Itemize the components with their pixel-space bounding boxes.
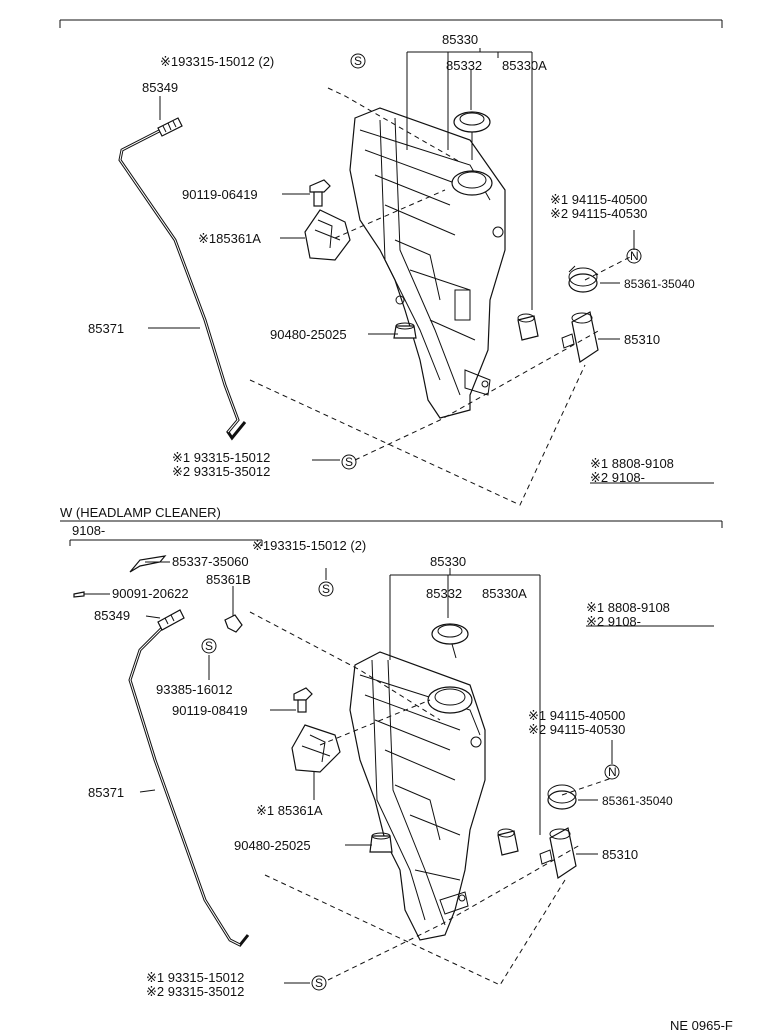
s-symbol-lower-top: S <box>318 581 334 597</box>
hose-85371 <box>118 126 247 441</box>
label-date-1: ※1 8808-9108 <box>590 456 674 471</box>
label-85332: 85332 <box>446 58 482 73</box>
label-93315-1: ※1 93315-15012 <box>172 450 270 465</box>
svg-text:S: S <box>354 54 362 68</box>
svg-text:S: S <box>205 639 213 653</box>
label-85349-lower: 85349 <box>94 608 130 623</box>
label-date-1-lower: ※1 8808-9108 <box>586 600 670 615</box>
label-85371-lower: 85371 <box>88 785 124 800</box>
tank-cap <box>453 111 491 160</box>
lower-diagram: 9108- <box>69 523 714 999</box>
clamp-85361-35040-lower <box>547 784 577 810</box>
n-symbol-lower: N <box>604 764 620 780</box>
s-symbol-lower-bottom: S <box>311 975 327 991</box>
screw-90091 <box>73 591 85 598</box>
label-9108: 9108- <box>72 523 105 538</box>
label-date-2: ※2 9108- <box>590 470 645 485</box>
label-85330a-lower: 85330A <box>482 586 527 601</box>
label-85361a-lower: ※1 85361A <box>256 803 323 818</box>
s-symbol-top: S <box>350 53 366 69</box>
filler-neck-lower <box>427 686 473 714</box>
label-date-2-lower: ※2 9108- <box>586 614 641 629</box>
label-93385: 93385-16012 <box>156 682 233 697</box>
label-85371: 85371 <box>88 321 124 336</box>
label-85332-lower: 85332 <box>426 586 462 601</box>
label-85349: 85349 <box>142 80 178 95</box>
bracket-85361a-lower <box>291 724 341 773</box>
clamp-85361-35040 <box>568 265 599 293</box>
label-93315-2-lower: ※2 93315-35012 <box>146 984 244 999</box>
section-title: W (HEADLAMP CLEANER) <box>60 505 221 520</box>
label-94115-2: ※2 94115-40530 <box>550 206 647 221</box>
label-85330a: 85330A <box>502 58 547 73</box>
leader-85330-group <box>406 48 533 310</box>
label-85310-lower: 85310 <box>602 847 638 862</box>
label-85361-35040-lower: 85361-35040 <box>602 794 673 808</box>
footer-code: NE 0965-F <box>670 1018 733 1033</box>
svg-text:S: S <box>315 976 323 990</box>
bracket-85337 <box>129 555 167 573</box>
label-93315-2: ※2 93315-35012 <box>172 464 270 479</box>
filler-neck <box>451 170 493 196</box>
grommet-85330a <box>517 313 539 341</box>
label-85330: 85330 <box>442 32 478 47</box>
s-symbol-lower-93385: S <box>201 638 217 654</box>
bolt-90119 <box>309 179 331 207</box>
label-85361a: ※185361A <box>198 231 261 246</box>
label-85310: 85310 <box>624 332 660 347</box>
label-94115-1-lower: ※1 94115-40500 <box>528 708 625 723</box>
label-93315-top-lower: ※193315-15012 (2) <box>252 538 366 553</box>
label-90480: 90480-25025 <box>270 327 347 342</box>
tank-cap-lower <box>431 623 469 659</box>
grommet-90480-lower <box>369 832 393 853</box>
label-85361-35040: 85361-35040 <box>624 277 695 291</box>
label-93315-top: ※193315-15012 (2) <box>160 54 274 69</box>
label-90119: 90119-06419 <box>182 187 258 202</box>
svg-text:N: N <box>608 765 617 779</box>
bracket-85361a <box>304 209 351 261</box>
s-symbol-bottom: S <box>341 454 357 470</box>
label-93315-1-lower: ※1 93315-15012 <box>146 970 244 985</box>
label-94115-1: ※1 94115-40500 <box>550 192 647 207</box>
bolt-90119-lower <box>293 687 313 713</box>
label-85330-lower: 85330 <box>430 554 466 569</box>
label-85337: 85337-35060 <box>172 554 249 569</box>
washer-tank-lower <box>349 651 486 941</box>
svg-text:S: S <box>322 582 330 596</box>
label-90480-lower: 90480-25025 <box>234 838 311 853</box>
label-94115-2-lower: ※2 94115-40530 <box>528 722 625 737</box>
clip-85361b <box>224 614 243 633</box>
n-symbol: N <box>626 248 642 264</box>
nozzle-85349 <box>157 117 183 137</box>
label-90119-lower: 90119-08419 <box>172 703 248 718</box>
upper-diagram: S S N 85330 85332 85330A ※193315-15012 (… <box>59 19 723 506</box>
svg-text:N: N <box>630 249 639 263</box>
washer-tank <box>349 107 506 419</box>
svg-text:S: S <box>345 455 353 469</box>
pump-85310-lower <box>539 827 577 879</box>
grommet-85330a-lower <box>497 828 519 856</box>
nozzle-85349-lower <box>157 609 185 631</box>
hose-85371-lower <box>128 626 250 947</box>
label-90091: 90091-20622 <box>112 586 189 601</box>
pump-85310 <box>561 311 599 363</box>
label-85361b: 85361B <box>206 572 251 587</box>
